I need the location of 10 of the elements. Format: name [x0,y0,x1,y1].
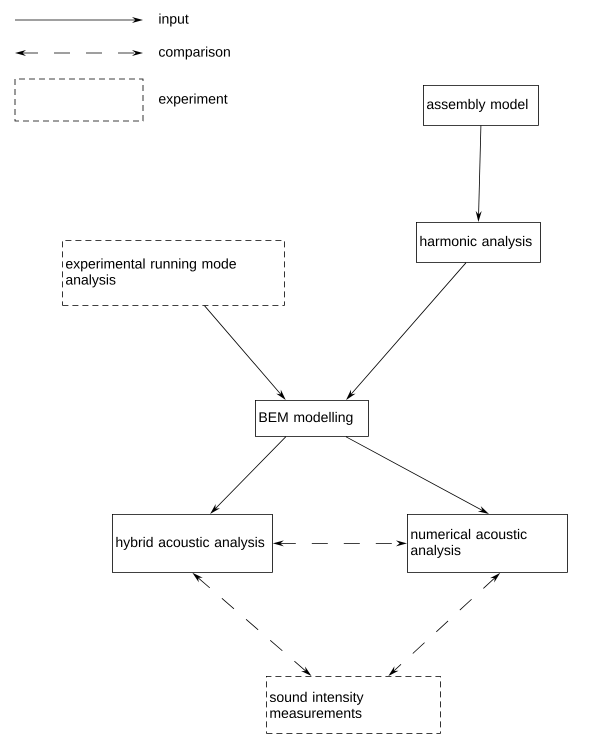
process-box: sound intensity measurements [266,676,441,734]
legend-label: experiment [159,93,228,107]
process-box: numerical acoustic analysis [407,514,568,573]
process-box: assembly model [423,85,539,126]
legend-label: input [159,13,189,27]
process-box: hybrid acoustic analysis [112,514,273,573]
process-box: harmonic analysis [416,222,541,263]
process-box: BEM modelling [255,400,369,437]
process-box: experimental running mode analysis [62,240,285,306]
legend-label: comparison [159,46,230,60]
